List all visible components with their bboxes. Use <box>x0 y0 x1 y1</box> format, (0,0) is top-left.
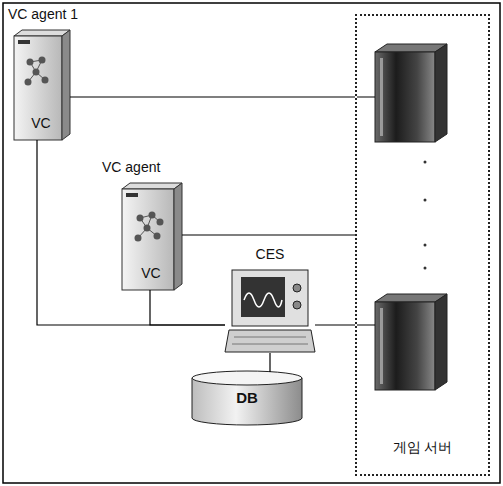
monitor-knob <box>293 284 301 292</box>
server-top <box>14 30 70 36</box>
connector-line <box>315 324 355 325</box>
outer-frame <box>3 3 500 483</box>
node-label: DB <box>236 389 258 407</box>
server-top <box>122 183 182 189</box>
wire-stub <box>357 97 375 325</box>
agent-dot <box>25 79 32 86</box>
game-server-side <box>435 44 447 142</box>
agent-dot <box>33 69 40 76</box>
ellipsis-dot <box>424 161 427 164</box>
ellipsis-dot <box>424 267 427 270</box>
server-tower: VC agent 1VC <box>12 30 70 140</box>
database-cylinder: DB <box>192 372 302 424</box>
server-slot <box>126 193 138 197</box>
node-heading: CES <box>256 246 285 263</box>
keyboard-keys <box>232 337 308 344</box>
server-side <box>174 183 182 290</box>
game-server-front <box>375 52 435 142</box>
node-label: VC <box>141 265 160 282</box>
keyboard-base <box>225 330 315 352</box>
game-server-stripe <box>380 308 383 384</box>
connector-line <box>70 96 355 97</box>
server-group: 게임 서버 <box>355 14 490 476</box>
connector-line <box>150 290 225 325</box>
node-label: 게임 서버 <box>393 439 453 456</box>
game-server-front <box>375 302 435 390</box>
server-tower: VC agentVC <box>120 183 182 290</box>
db-top <box>192 371 302 385</box>
ellipsis-dot <box>424 199 427 202</box>
node-heading: VC agent <box>102 159 160 176</box>
ces-terminal: CES <box>225 268 315 353</box>
agent-dot <box>42 77 49 84</box>
game-server-side <box>435 294 447 390</box>
node-label: VC <box>31 115 50 132</box>
monitor-case <box>232 270 308 326</box>
connector-line <box>269 353 270 372</box>
server-side <box>62 30 70 140</box>
agent-dot <box>144 225 151 232</box>
server-front <box>122 189 174 290</box>
connector-line <box>37 140 225 325</box>
ellipsis-dot <box>424 244 427 247</box>
agent-dot <box>157 219 164 226</box>
monitor-knob <box>293 301 301 309</box>
screen-wave <box>244 293 282 307</box>
connector-line <box>182 234 355 235</box>
agent-dot <box>135 235 142 242</box>
agent-dot <box>154 233 161 240</box>
node-heading: VC agent 1 <box>8 6 78 23</box>
agent-dot <box>27 59 34 66</box>
agent-dot <box>149 212 156 219</box>
server-slot <box>18 40 30 44</box>
agent-dot <box>137 215 144 222</box>
game-server-stripe <box>380 58 383 136</box>
agent-dot <box>39 57 46 64</box>
monitor-screen <box>241 277 285 317</box>
server-front <box>14 36 62 140</box>
